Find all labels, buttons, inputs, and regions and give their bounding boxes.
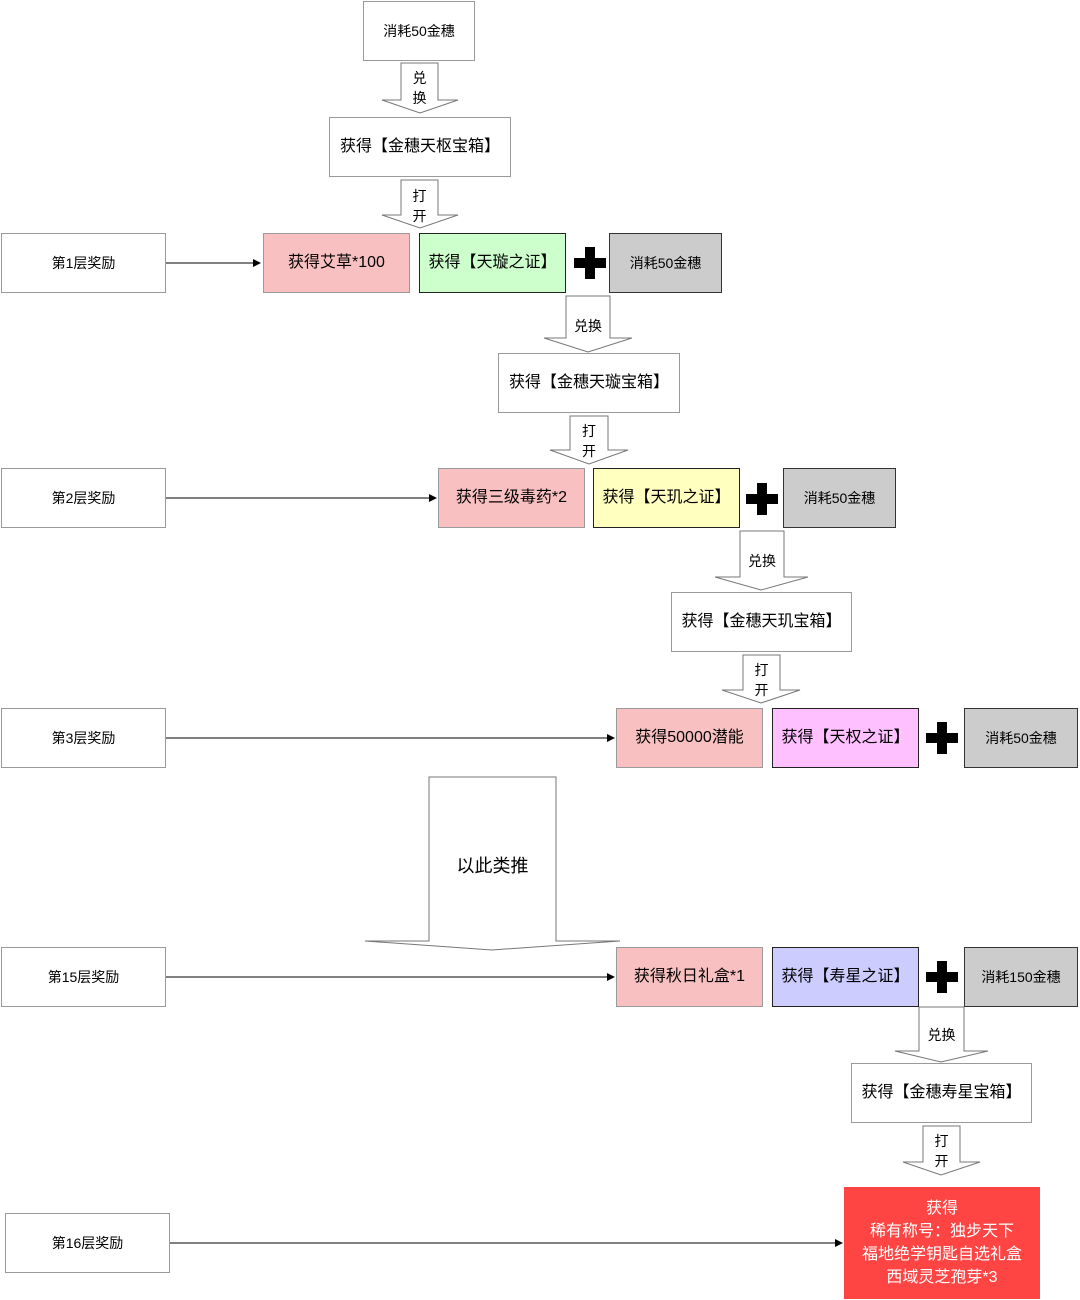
block-arrow-open-2 xyxy=(549,415,629,465)
block-arrow-etc xyxy=(364,776,621,951)
plus-icon xyxy=(574,247,606,279)
block-arrow-exchange-15 xyxy=(894,1006,989,1063)
chest-tianshu-box: 获得【金穗天枢宝箱】 xyxy=(329,117,511,177)
level-2-cost: 消耗50金穗 xyxy=(783,468,896,528)
level-15-cost: 消耗150金穗 xyxy=(964,947,1078,1007)
plus-icon xyxy=(926,722,958,754)
level-3-cost: 消耗50金穗 xyxy=(964,708,1078,768)
level-16-label: 第16层奖励 xyxy=(5,1213,170,1273)
level-15-reward: 获得秋日礼盒*1 xyxy=(616,947,763,1007)
exchange-label-2: 兑换 xyxy=(574,318,602,334)
level-2-reward: 获得三级毒药*2 xyxy=(438,468,585,528)
block-arrow-open-3 xyxy=(721,654,801,704)
open-label-15: 打开 xyxy=(934,1133,949,1169)
plus-icon xyxy=(746,483,778,515)
level-15-proof: 获得【寿星之证】 xyxy=(772,947,919,1007)
plus-icon xyxy=(926,961,958,993)
block-arrow-exchange-3 xyxy=(714,530,809,591)
final-reward-line-1: 获得 xyxy=(925,1200,958,1217)
level-1-reward: 获得艾草*100 xyxy=(263,233,410,293)
etc-label: 以此类推 xyxy=(456,856,529,876)
final-reward-box: 获得 稀有称号：独步天下 福地绝学钥匙自选礼盒 西域灵芝孢芽*3 xyxy=(844,1187,1040,1299)
level-15-label: 第15层奖励 xyxy=(1,947,166,1007)
block-arrow-exchange-2 xyxy=(543,295,633,353)
top-cost-box: 消耗50金穗 xyxy=(363,1,475,61)
exchange-label-15: 兑换 xyxy=(927,1027,956,1043)
open-label-1: 打开 xyxy=(412,188,427,224)
block-arrow-open-1 xyxy=(381,179,459,229)
block-arrow-open-15 xyxy=(902,1125,981,1176)
final-reward-line-2: 稀有称号：独步天下 xyxy=(869,1223,1014,1240)
level-1-cost: 消耗50金穗 xyxy=(609,233,722,293)
level-3-proof: 获得【天权之证】 xyxy=(772,708,919,768)
chest-tianxuan-box: 获得【金穗天璇宝箱】 xyxy=(498,353,680,413)
level-1-label: 第1层奖励 xyxy=(1,233,166,293)
exchange-label-3: 兑换 xyxy=(748,553,776,569)
final-reward-line-3: 福地绝学钥匙自选礼盒 xyxy=(861,1246,1022,1263)
level-3-label: 第3层奖励 xyxy=(1,708,166,768)
open-label-3: 打开 xyxy=(754,662,769,698)
level-2-proof: 获得【天玑之证】 xyxy=(593,468,740,528)
exchange-label-1: 兑换 xyxy=(412,70,427,106)
level-2-label: 第2层奖励 xyxy=(1,468,166,528)
chest-tianji-box: 获得【金穗天玑宝箱】 xyxy=(671,592,852,652)
chest-shouxing-box: 获得【金穗寿星宝箱】 xyxy=(851,1063,1032,1123)
open-label-2: 打开 xyxy=(582,423,596,459)
level-1-proof: 获得【天璇之证】 xyxy=(419,233,566,293)
final-reward-line-4: 西域灵芝孢芽*3 xyxy=(886,1269,998,1286)
level-3-reward: 获得50000潜能 xyxy=(616,708,763,768)
block-arrow-exchange-1 xyxy=(381,62,459,114)
